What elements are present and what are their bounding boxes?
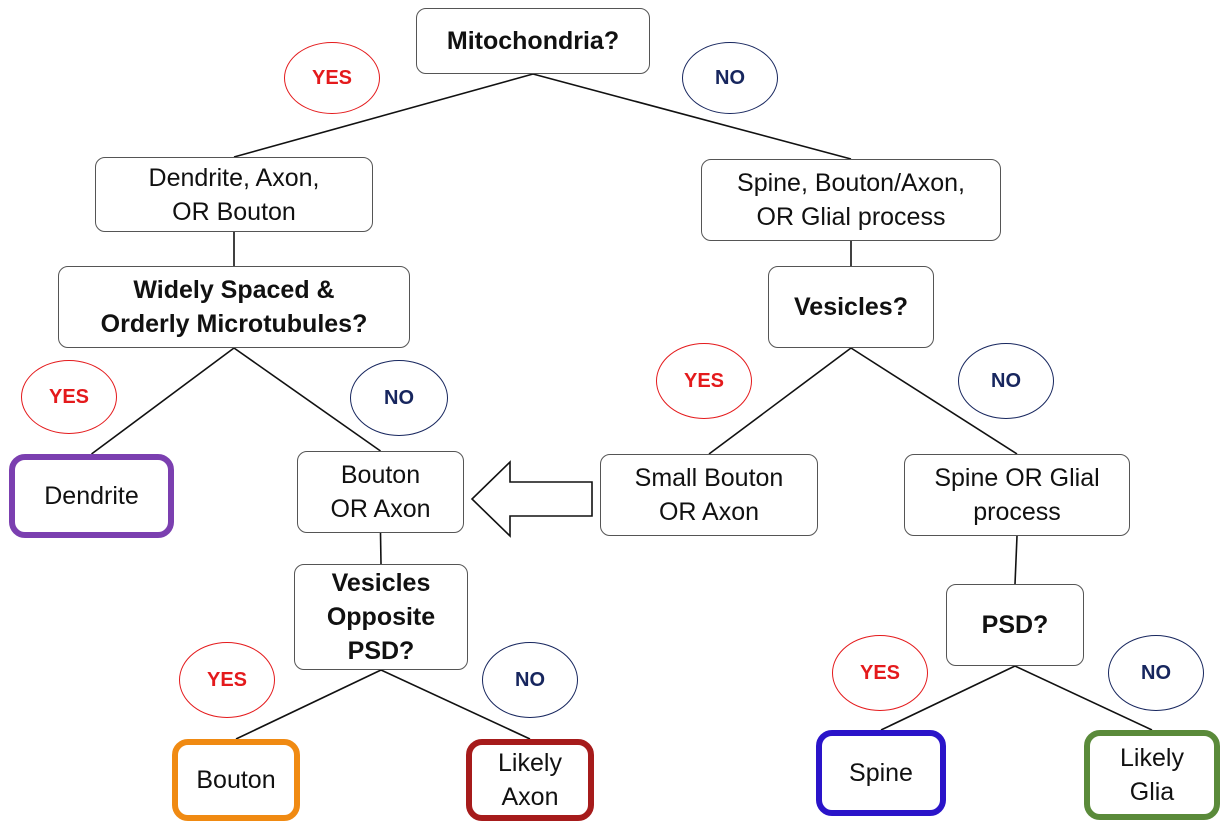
edge-psd_q-to-likely_glia [1014, 665, 1153, 731]
yes-badge-microtubules: YES [21, 360, 117, 434]
node-psd-question: PSD? [946, 584, 1084, 666]
yes-badge-root: YES [284, 42, 380, 114]
edge-vesicles_opposite_q-to-likely_axon [380, 669, 531, 740]
node-vesicles-opposite-psd-question: Vesicles Opposite PSD? [294, 564, 468, 670]
no-badge-vesicles-opposite: NO [482, 642, 578, 718]
edge-root-to-dendrite_axon_bouton [233, 73, 534, 158]
yes-badge-vesicles-opposite: YES [179, 642, 275, 718]
yes-badge-psd: YES [832, 635, 928, 711]
no-badge-psd: NO [1108, 635, 1204, 711]
edge-bouton_or_axon-to-vesicles_opposite_q [379, 532, 382, 565]
node-bouton-or-axon: Bouton OR Axon [297, 451, 464, 533]
node-spine-or-glial: Spine OR Glial process [904, 454, 1130, 536]
node-spine-bouton-glial: Spine, Bouton/Axon, OR Glial process [701, 159, 1001, 241]
node-small-bouton-axon: Small Bouton OR Axon [600, 454, 818, 536]
edge-vesicles_q-to-spine_or_glial [850, 347, 1018, 455]
outcome-likely-glia: Likely Glia [1084, 730, 1220, 820]
edge-vesicles_opposite_q-to-bouton [235, 669, 382, 740]
yes-badge-vesicles: YES [656, 343, 752, 419]
edge-microtubules_q-to-bouton_or_axon [233, 347, 381, 452]
edge-root-to-spine_bouton_glial [532, 73, 852, 160]
node-microtubules-question: Widely Spaced & Orderly Microtubules? [58, 266, 410, 348]
outcome-likely-axon: Likely Axon [466, 739, 594, 821]
edge-psd_q-to-spine [880, 665, 1016, 731]
no-badge-root: NO [682, 42, 778, 114]
edge-vesicles_q-to-small_bouton_axon [708, 347, 852, 455]
merge-arrow [470, 460, 593, 538]
no-badge-microtubules: NO [350, 360, 448, 436]
edge-spine_or_glial-to-psd_q [1014, 535, 1018, 585]
node-vesicles-question: Vesicles? [768, 266, 934, 348]
node-dendrite-axon-bouton: Dendrite, Axon, OR Bouton [95, 157, 373, 232]
outcome-dendrite: Dendrite [9, 454, 174, 538]
edge-microtubules_q-to-dendrite [91, 347, 235, 455]
outcome-spine: Spine [816, 730, 946, 816]
no-badge-vesicles: NO [958, 343, 1054, 419]
node-mitochondria-question: Mitochondria? [416, 8, 650, 74]
outcome-bouton: Bouton [172, 739, 300, 821]
